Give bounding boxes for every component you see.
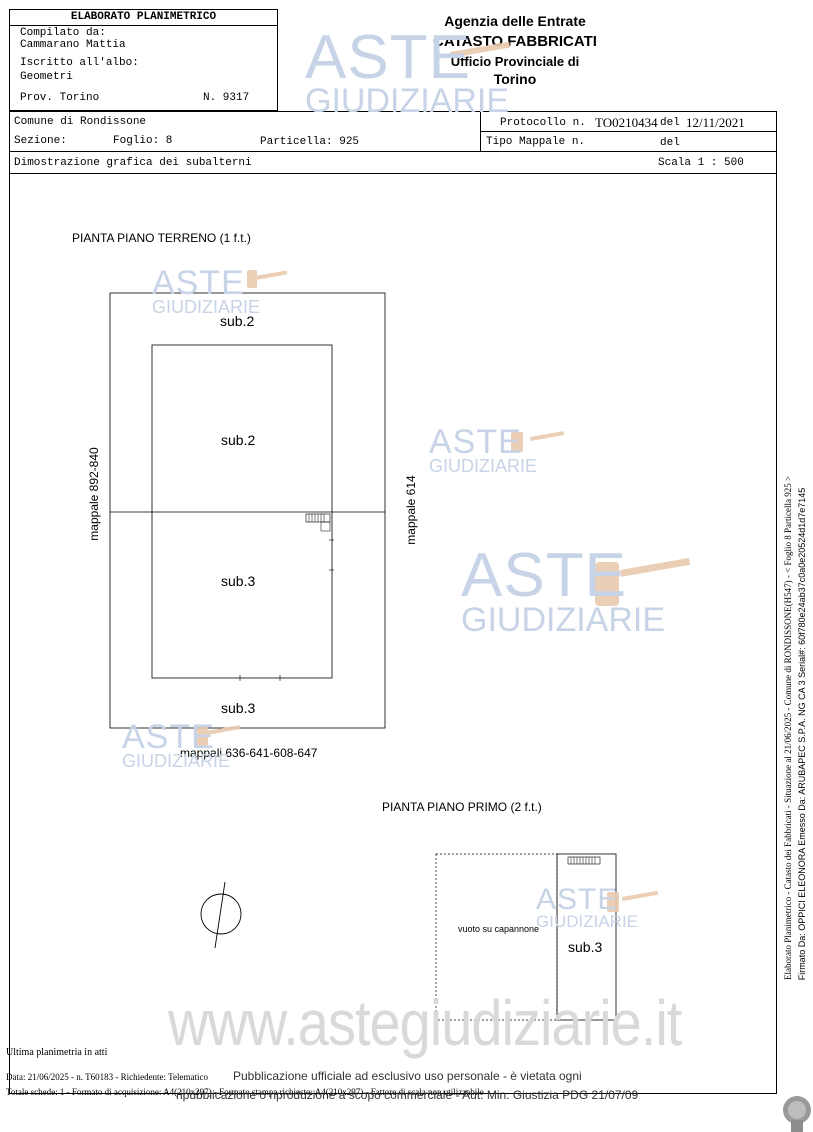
protocollo-date: 12/11/2021 — [686, 115, 745, 130]
footer-data-line: Data: 21/06/2025 - n. T60183 - Richieden… — [6, 1072, 208, 1082]
ground-inner-rect — [151, 344, 333, 679]
comune: Comune di Rondissone — [14, 116, 147, 128]
tipo-mappale: Tipo Mappale n. — [486, 136, 586, 148]
watermark-mid-2: ASTE GIUDIZIARIE — [461, 541, 666, 639]
watermark-giudiziarie: GIUDIZIARIE — [152, 297, 261, 317]
sub2-inner-label: sub.2 — [221, 432, 256, 448]
info-hdivider — [480, 131, 777, 132]
registered-label: Iscritto all'albo: — [20, 57, 139, 69]
protocollo-label: Protocollo n. — [500, 117, 586, 129]
gavel-watermark-symbols — [196, 41, 691, 912]
watermark-giudiziarie: GIUDIZIARIE — [461, 601, 666, 639]
header-title-box — [9, 9, 278, 111]
agency-line3: Ufficio Provinciale di — [450, 54, 580, 69]
compiled-name: Cammarano Mattia — [20, 39, 126, 51]
first-floor-title: PIANTA PIANO PRIMO (2 f.t.) — [382, 800, 542, 814]
seal-icon — [783, 1096, 811, 1132]
ground-floor-title: PIANTA PIANO TERRENO (1 f.t.) — [72, 231, 251, 245]
registered-value: Geometri — [20, 71, 73, 83]
province: Prov. Torino — [20, 92, 100, 104]
watermark-giudiziarie: GIUDIZIARIE — [305, 82, 510, 120]
watermark-ground-2: ASTE GIUDIZIARIE — [122, 718, 231, 771]
sezione-label: Sezione: — [14, 135, 67, 147]
watermark-first: ASTE GIUDIZIARIE — [536, 883, 639, 931]
sub3-inner-label: sub.3 — [221, 573, 256, 589]
publication-line2: ripubblicazione o riproduzione a scopo c… — [176, 1088, 639, 1102]
watermark-ground-1: ASTE GIUDIZIARIE — [152, 264, 261, 317]
side-text-line1: Elaborato Planimetrico - Catasto dei Fab… — [783, 475, 793, 981]
watermark-header: ASTE GIUDIZIARIE — [305, 23, 510, 120]
header-title-divider — [9, 25, 278, 26]
watermark-giudiziarie: GIUDIZIARIE — [122, 751, 231, 771]
watermark-aste: ASTE — [461, 541, 627, 610]
info-divider — [9, 151, 777, 152]
north-arrow-symbol — [200, 881, 242, 949]
register-number: N. 9317 — [203, 92, 250, 104]
compiled-label: Compilato da: — [20, 27, 106, 39]
first-sub3-rect — [556, 853, 617, 1021]
mappali-bottom-label: mappali 636-641-608-647 — [180, 746, 318, 760]
watermark-aste: ASTE — [305, 23, 471, 92]
agency-line4: Torino — [493, 71, 537, 87]
foglio: Foglio: 8 — [113, 135, 173, 147]
watermark-site: www.astegiudiziarie.it — [168, 986, 682, 1059]
first-stairs-symbol — [567, 856, 601, 865]
protocollo-value: TO0210434 — [595, 115, 658, 130]
protocollo-del: del — [660, 117, 680, 129]
vuoto-label: vuoto su capannone — [458, 924, 540, 934]
footer-totale-line: Totale schede: 1 - Formato di acquisizio… — [6, 1087, 484, 1097]
ground-outer-rect — [109, 292, 386, 729]
drawing-frame — [9, 174, 777, 1094]
watermark-aste: ASTE — [536, 883, 619, 916]
watermark-aste: ASTE — [152, 264, 245, 302]
sub3-first-label: sub.3 — [568, 939, 603, 955]
sub2-top-label: sub.2 — [220, 313, 255, 329]
mappale-left-label: mappale 892-840 — [87, 447, 101, 541]
sub3-bottom-label: sub.3 — [221, 700, 256, 716]
mappale-right-label: mappale 614 — [404, 475, 418, 545]
agency-line1: Agenzia delle Entrate — [444, 13, 586, 29]
side-text-line2: Firmato Da: OPPICI ELEONORA Emesso Da: A… — [797, 487, 807, 981]
dimostrazione: Dimostrazione grafica dei subalterni — [14, 157, 252, 169]
particella: Particella: 925 — [260, 136, 360, 148]
watermark-mid-1: ASTE GIUDIZIARIE — [429, 423, 538, 476]
watermark-giudiziarie: GIUDIZIARIE — [429, 456, 538, 476]
header-title: ELABORATO PLANIMETRICO — [70, 11, 217, 23]
publication-line1: Pubblicazione ufficiale ad esclusivo uso… — [233, 1069, 582, 1083]
agency-line2: CATASTO FABBRICATI — [433, 33, 597, 50]
ultima-planimetria: Ultima planimetria in atti — [6, 1047, 108, 1058]
watermark-giudiziarie: GIUDIZIARIE — [536, 912, 639, 931]
info-box — [9, 111, 777, 174]
stairs-symbol — [305, 513, 331, 532]
tipo-del: del — [660, 137, 680, 149]
watermark-aste: ASTE — [122, 718, 215, 756]
scala: Scala 1 : 500 — [658, 157, 744, 169]
watermark-aste: ASTE — [429, 423, 522, 461]
